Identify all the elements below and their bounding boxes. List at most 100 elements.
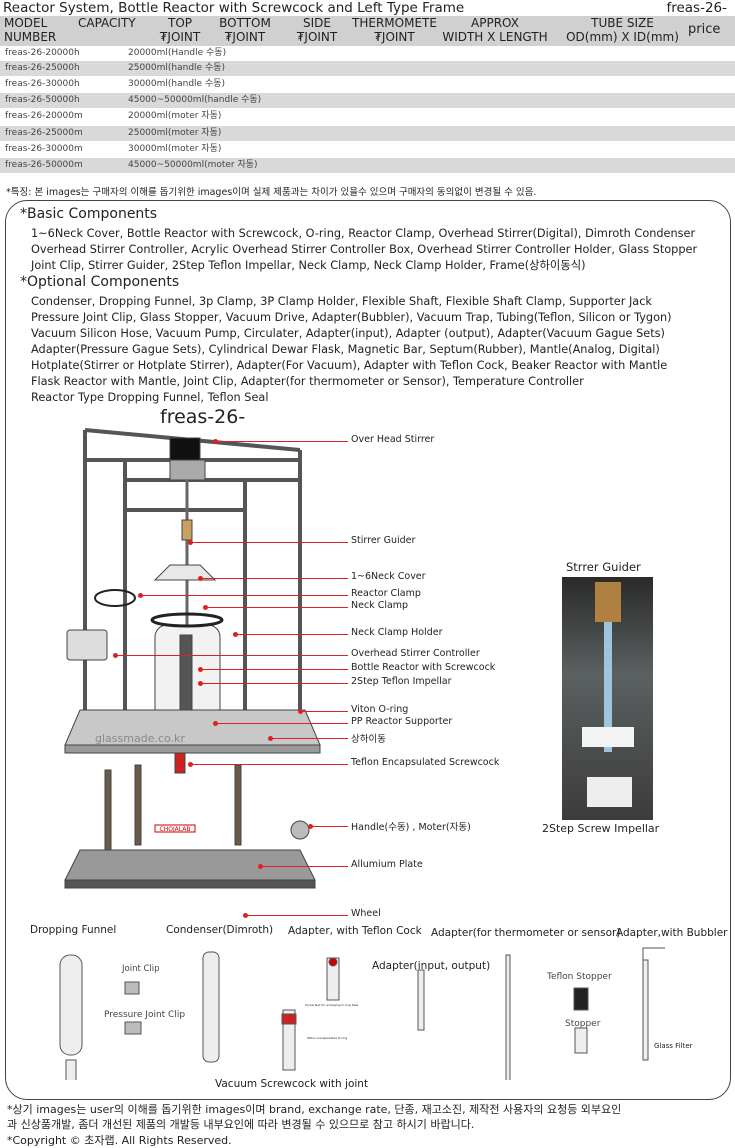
callout-dot: [308, 824, 313, 829]
callout-dot: [203, 605, 208, 610]
reactor-frame-illustration: CHOJALAB glassmade.co.kr: [64, 428, 321, 889]
label-condenser: Condenser(Dimroth): [166, 924, 274, 936]
col-capacity: CAPACITY: [78, 16, 136, 30]
optional-line: Reactor Type Dropping Funnel, Teflon Sea…: [31, 391, 269, 404]
callout-line: [245, 915, 348, 916]
optional-line: Hotplate(Stirrer or Hotplate Stirrer), A…: [31, 359, 668, 372]
callout-line: [310, 826, 348, 827]
callout-stirrer-guider: Stirrer Guider: [351, 535, 416, 546]
label-adapter-cock: Adapter, with Teflon Cock: [288, 925, 422, 937]
optional-heading: *Optional Components: [20, 274, 180, 290]
copyright: *Copyright © 초자랩. All Rights Reserved.: [7, 1134, 232, 1147]
callout-line: [215, 723, 348, 724]
callout-dot: [258, 864, 263, 869]
callout-dot: [268, 736, 273, 741]
label-stopper: Stopper: [565, 1019, 601, 1029]
label-adapter-io: Adapter(input, output): [372, 960, 491, 972]
callout-line: [270, 738, 348, 739]
label-teflon-oring: Teflon encapsulated O-ring: [307, 1036, 348, 1040]
capacity: 45000~50000ml(handle 수동): [128, 95, 262, 105]
callout-vertical-move: 상하이동: [351, 734, 386, 745]
stirrer-guider-photo: [562, 577, 653, 820]
optional-line: Adapter(Pressure Gague Sets), Cylindrica…: [31, 343, 660, 356]
callout-over-head-stirrer: Over Head Stirrer: [351, 434, 435, 445]
model-number: freas-26-25000m: [5, 128, 83, 138]
label-pressure-clip: Pressure Joint Clip: [104, 1010, 186, 1020]
basic-line: Joint Clip, Stirrer Guider, 2Step Teflon…: [31, 259, 586, 272]
capacity: 45000~50000ml(moter 자동): [128, 160, 258, 170]
label-joint-clip: Joint Clip: [122, 964, 160, 974]
label-screw-nut: Screw Nut for enlarging O-ring Seal: [305, 1003, 359, 1007]
callout-line: [190, 542, 348, 543]
col-price: price: [688, 22, 721, 37]
callout-dot: [198, 681, 203, 686]
col-thermometer: THERMOMETE₮JOINT: [352, 16, 437, 44]
callout-line: [200, 683, 348, 684]
capacity: 25000ml(moter 자동): [128, 128, 222, 138]
basic-line: Overhead Stirrer Controller, Acrylic Ove…: [31, 243, 698, 256]
callout-viton-oring: Viton O-ring: [351, 704, 409, 715]
callout-wheel: Wheel: [351, 908, 381, 919]
callout-neck-clamp: Neck Clamp: [351, 600, 409, 611]
callout-line: [300, 711, 348, 712]
callout-bottle-reactor: Bottle Reactor with Screwcock: [351, 662, 496, 673]
callout-line: [235, 634, 348, 635]
photo-title: Strrer Guider: [566, 560, 641, 574]
callout-line: [260, 866, 348, 867]
callout-pp-reactor-supporter: PP Reactor Supporter: [351, 716, 453, 727]
label-vacuum-screwcock: Vacuum Screwcock with joint: [215, 1078, 369, 1090]
capacity: 30000ml(handle 수동): [128, 79, 226, 89]
label-adapter-thermo: Adapter(for thermometer or sensor): [431, 927, 621, 939]
table-row: freas-26-25000m 25000ml(moter 자동): [0, 126, 735, 141]
col-side: SIDE₮JOINT: [296, 16, 338, 44]
callout-teflon-screwcock: Teflon Encapsulated Screwcock: [351, 757, 500, 768]
capacity: 25000ml(handle 수동): [128, 63, 226, 73]
components-box: [5, 200, 731, 1100]
callout-dot: [138, 593, 143, 598]
model-number: freas-26-50000m: [5, 160, 83, 170]
accessories-illustration: [59, 947, 665, 1080]
capacity: 20000ml(Handle 수동): [128, 48, 227, 58]
footer-note-line2: 과 신상품개발, 좀더 개선된 제품의 개발등 내부요인에 따라 변경될 수 있…: [7, 1118, 475, 1131]
optional-line: Flask Reactor with Mantle, Joint Clip, A…: [31, 375, 584, 388]
callout-dot: [198, 667, 203, 672]
table-row: freas-26-50000m 45000~50000ml(moter 자동): [0, 158, 735, 173]
callout-line: [200, 669, 348, 670]
callout-dot: [213, 439, 218, 444]
product-code: freas-26-: [666, 0, 727, 16]
callout-dot: [113, 653, 118, 658]
brand-logo: CHOJALAB: [160, 826, 191, 833]
callout-neck-clamp-holder: Neck Clamp Holder: [351, 627, 443, 638]
callout-dot: [188, 762, 193, 767]
callout-dot: [243, 913, 248, 918]
callout-neck-cover: 1~6Neck Cover: [351, 571, 426, 582]
callout-line: [215, 441, 348, 442]
callout-line: [200, 578, 348, 579]
model-number: freas-26-50000h: [5, 95, 80, 105]
callout-dot: [198, 576, 203, 581]
model-number: freas-26-20000h: [5, 48, 80, 58]
col-top: TOP₮JOINT: [159, 16, 201, 44]
basic-line: 1~6Neck Cover, Bottle Reactor with Screw…: [31, 227, 696, 240]
table-row: freas-26-50000h 45000~50000ml(handle 수동): [0, 93, 735, 108]
callout-dot: [233, 632, 238, 637]
watermark: glassmade.co.kr: [95, 732, 185, 745]
footer-note-line1: *상기 images는 user의 이해를 돕기위한 images이며 bran…: [7, 1103, 622, 1116]
label-dropping-funnel: Dropping Funnel: [30, 924, 117, 936]
model-number: freas-26-20000m: [5, 111, 83, 121]
table-row: freas-26-20000h 20000ml(Handle 수동): [0, 46, 735, 61]
capacity: 30000ml(moter 자동): [128, 144, 222, 154]
callout-teflon-impellar: 2Step Teflon Impellar: [351, 676, 452, 687]
callout-dot: [213, 721, 218, 726]
callout-line: [140, 595, 348, 596]
callout-overhead-stirrer-controller: Overhead Stirrer Controller: [351, 648, 480, 659]
callout-line: [190, 764, 348, 765]
